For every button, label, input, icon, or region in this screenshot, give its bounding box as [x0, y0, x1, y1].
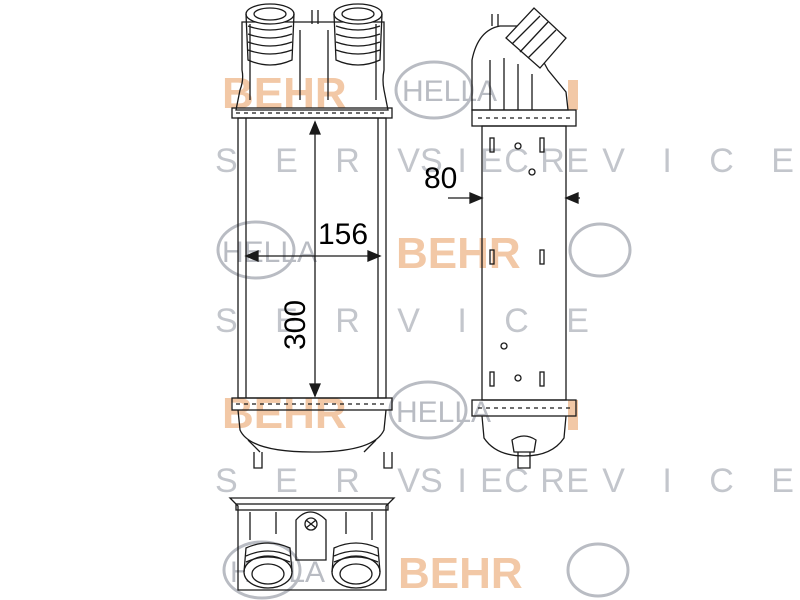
- hella-logo-2: HELLA: [216, 220, 317, 280]
- svg-text:HELLA: HELLA: [222, 236, 317, 269]
- behr-logo-3: BEHR: [222, 389, 347, 438]
- behr-logo-4: BEHR: [398, 549, 523, 598]
- front-top-tank: [235, 21, 389, 111]
- behr-logo-2: BEHR: [396, 229, 521, 278]
- front-left-pipe: [245, 3, 295, 66]
- side-bottom-tank: [481, 415, 567, 457]
- front-bottom-peg-right: [383, 452, 393, 469]
- front-bottom-tank: [237, 409, 387, 453]
- svg-text:HELLA: HELLA: [402, 75, 497, 108]
- side-core-details: [489, 137, 545, 387]
- front-bottom-flange: [231, 397, 393, 411]
- front-view: [231, 3, 393, 469]
- service-watermark-row-1b: S E R V I C E: [420, 142, 800, 180]
- front-right-pipe: [333, 3, 383, 66]
- bottom-view-bolt: [304, 517, 318, 531]
- svg-text:HELLA: HELLA: [396, 396, 491, 429]
- hella-logo-edge-right-2: [566, 542, 630, 598]
- hella-logo-3: HELLA: [388, 380, 491, 440]
- service-watermark-row-1: S E R V I C E: [215, 142, 603, 180]
- bottom-view-outline: [228, 497, 396, 591]
- bottom-view: [228, 497, 396, 591]
- dimension-height: [309, 120, 321, 398]
- dimension-depth-label: 80: [424, 162, 457, 195]
- front-bottom-peg-left: [253, 452, 263, 469]
- bottom-view-bracket: [295, 511, 327, 561]
- front-top-stub: [311, 10, 319, 24]
- side-view: [471, 7, 577, 469]
- dimension-width: [244, 250, 382, 262]
- behr-fragment-right-2: [568, 400, 578, 430]
- side-nozzle: [505, 7, 567, 69]
- behr-fragment-right-1: [568, 80, 578, 110]
- bottom-view-right-pipe: [331, 542, 381, 589]
- dimension-depth: [448, 192, 580, 204]
- hella-logo-edge-right-1: [568, 222, 632, 278]
- side-bottom-outlet: [511, 435, 537, 469]
- service-watermark-row-3b: S E R V I C E: [420, 462, 800, 500]
- dimension-width-label: 156: [318, 218, 368, 251]
- side-top-stub: [491, 14, 499, 26]
- service-watermark-row-2: S E R V I C E: [215, 302, 603, 340]
- bottom-view-left-pipe: [243, 542, 293, 589]
- dimension-height-label: 300: [279, 300, 312, 350]
- side-bottom-flange: [471, 399, 577, 417]
